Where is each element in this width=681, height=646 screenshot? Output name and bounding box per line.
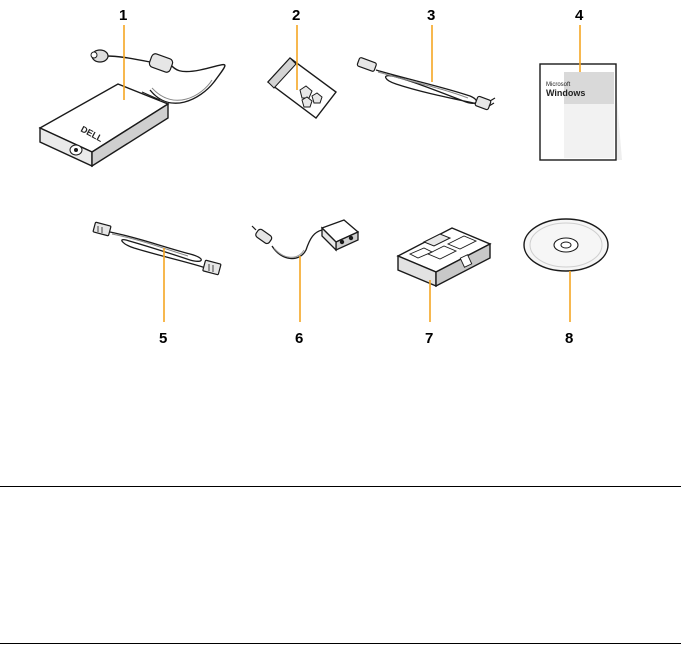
callout-1: 1: [119, 7, 127, 24]
module-illustration: 7: [398, 228, 490, 347]
callout-6: 6: [295, 330, 303, 347]
windows-manual-illustration: Microsoft Windows 4: [540, 7, 622, 160]
callout-3: 3: [427, 7, 435, 24]
callout-4: 4: [575, 7, 584, 24]
callout-2: 2: [292, 7, 300, 24]
power-cord-illustration: 3: [357, 7, 495, 110]
screw-bag-illustration: 2: [268, 7, 336, 118]
callout-7: 7: [425, 330, 433, 347]
cd-illustration: 8: [524, 219, 608, 347]
callout-8: 8: [565, 330, 573, 347]
modem-cable-illustration: 5: [93, 222, 221, 347]
callout-5: 5: [159, 330, 167, 347]
divider-bottom: [0, 643, 681, 644]
manual-title: Windows: [546, 88, 585, 98]
splitter-cable-illustration: 6: [252, 220, 358, 347]
divider-top: [0, 486, 681, 487]
ac-adapter-illustration: DELL 1: [40, 7, 225, 166]
